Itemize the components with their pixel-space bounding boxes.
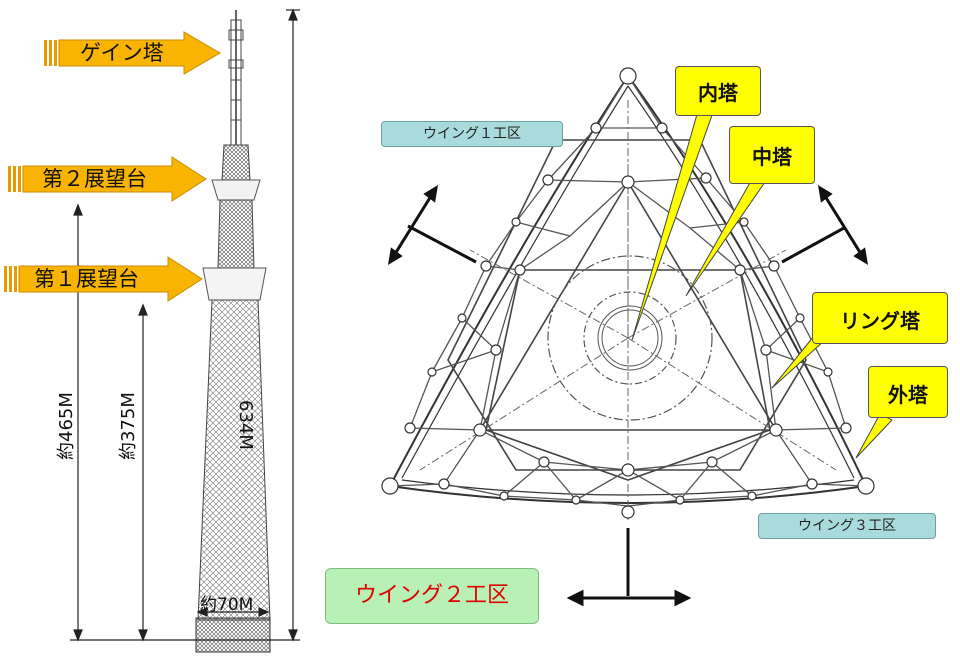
- deck-1-label: 第１展望台: [34, 267, 139, 291]
- height-375-label: 約375M: [118, 392, 139, 460]
- gain-tower-arrow: ゲイン塔: [44, 30, 224, 75]
- upper-shaft: [221, 144, 251, 181]
- callout-middle-tower: 中塔: [729, 126, 815, 184]
- callout-inner-tower: 内塔: [675, 66, 761, 116]
- plan-view: [381, 67, 893, 607]
- height-634-label: 634M: [235, 400, 256, 450]
- gain-tower-mast: [228, 10, 244, 146]
- wing-2-label: ウイング２工区: [325, 568, 539, 624]
- deck-2-label: 第２展望台: [42, 167, 147, 191]
- callout-ring-tower: リング塔: [812, 292, 948, 344]
- tower-body: [197, 299, 271, 621]
- deck-2-structure: [211, 179, 261, 201]
- tower-elevation: [70, 8, 300, 653]
- deck-1-structure: [202, 267, 267, 301]
- base-width-label: 約70M: [200, 595, 254, 615]
- callout-outer-tower: 外塔: [868, 366, 948, 418]
- deck-1-arrow: 第１展望台: [4, 254, 204, 302]
- height-465-label: 約465M: [56, 392, 77, 460]
- wing-3-label: ウイング３工区: [758, 513, 936, 539]
- gain-tower-label: ゲイン塔: [80, 41, 164, 65]
- wing-1-label: ウイング１工区: [381, 121, 563, 147]
- deck-2-arrow: 第２展望台: [8, 154, 208, 202]
- tower-base: [195, 617, 271, 653]
